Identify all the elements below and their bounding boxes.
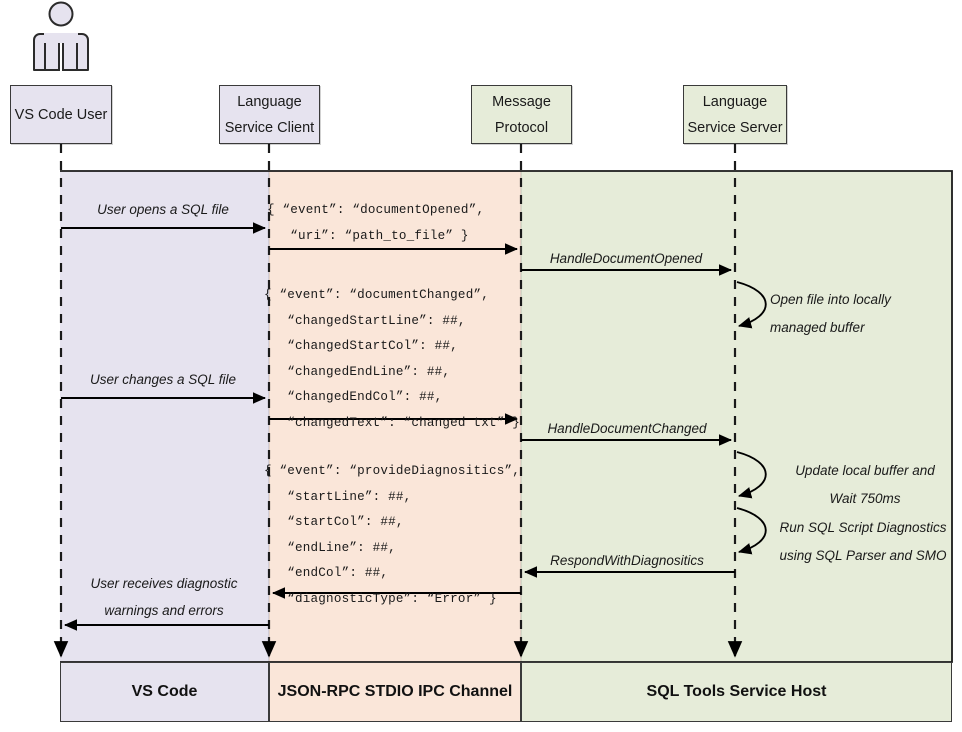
actor-icon: [33, 1, 89, 71]
loop-open-file: [736, 281, 767, 329]
lifelines: [53, 144, 743, 658]
message-label-respond-with-diagnositics: RespondWithDiagnositics: [550, 553, 704, 568]
note-run-diagnostics: Run SQL Script Diagnostics using SQL Par…: [779, 520, 947, 563]
message-label-user-receives-diagnostics: User receives diagnostic warnings and er…: [90, 576, 238, 618]
footer-json-rpc[interactable]: JSON-RPC STDIO IPC Channel: [269, 662, 521, 722]
participant-vs-code-user[interactable]: VS Code User: [10, 85, 112, 144]
loop-update-buffer: [736, 451, 767, 499]
activity-bands: [60, 170, 953, 663]
note-open-file: Open file into locally managed buffer: [770, 292, 891, 335]
participant-language-service-client[interactable]: Language Service Client: [219, 85, 320, 144]
participant-label-line2: Protocol: [494, 119, 549, 136]
band-json-rpc: [269, 171, 521, 662]
participant-label-line1: Message: [492, 93, 551, 110]
participant-message-protocol[interactable]: Message Protocol: [471, 85, 572, 144]
participant-label-line1: Language: [237, 93, 302, 110]
participant-label-line2: Service Server: [687, 119, 783, 136]
message-label-user-changes-sql-file: User changes a SQL file: [89, 372, 237, 387]
participant-language-service-server[interactable]: Language Service Server: [683, 85, 787, 144]
payload-provide-diagnositics: { “event”: “provideDiagnositics”, “start…: [264, 464, 520, 606]
participant-label-line2: Service Client: [224, 119, 315, 136]
footer-sql-tools[interactable]: SQL Tools Service Host: [521, 662, 952, 722]
footer-label: JSON-RPC STDIO IPC Channel: [277, 683, 513, 700]
message-label-user-opens-sql-file: User opens a SQL file: [97, 202, 229, 217]
footer-label: SQL Tools Service Host: [646, 683, 827, 700]
participant-label-line1: Language: [702, 93, 768, 110]
payload-document-changed: { “event”: “documentChanged”, “changedSt…: [264, 288, 520, 430]
self-call-loops: [736, 281, 767, 555]
message-label-handle-document-changed: HandleDocumentChanged: [547, 421, 707, 436]
band-sql-tools: [521, 171, 952, 662]
payload-document-opened: { “event”: “documentOpened”, “uri”: “pat…: [267, 203, 485, 243]
note-update-buffer: Update local buffer and Wait 750ms: [795, 463, 935, 506]
band-vs-code: [60, 171, 269, 662]
footer-label: VS Code: [131, 683, 198, 700]
footer-vs-code[interactable]: VS Code: [60, 662, 269, 722]
message-label-handle-document-opened: HandleDocumentOpened: [549, 251, 703, 266]
participant-label-line1: VS Code User: [14, 106, 108, 123]
message-arrows: [61, 222, 735, 631]
loop-run-diagnostics: [736, 507, 767, 555]
